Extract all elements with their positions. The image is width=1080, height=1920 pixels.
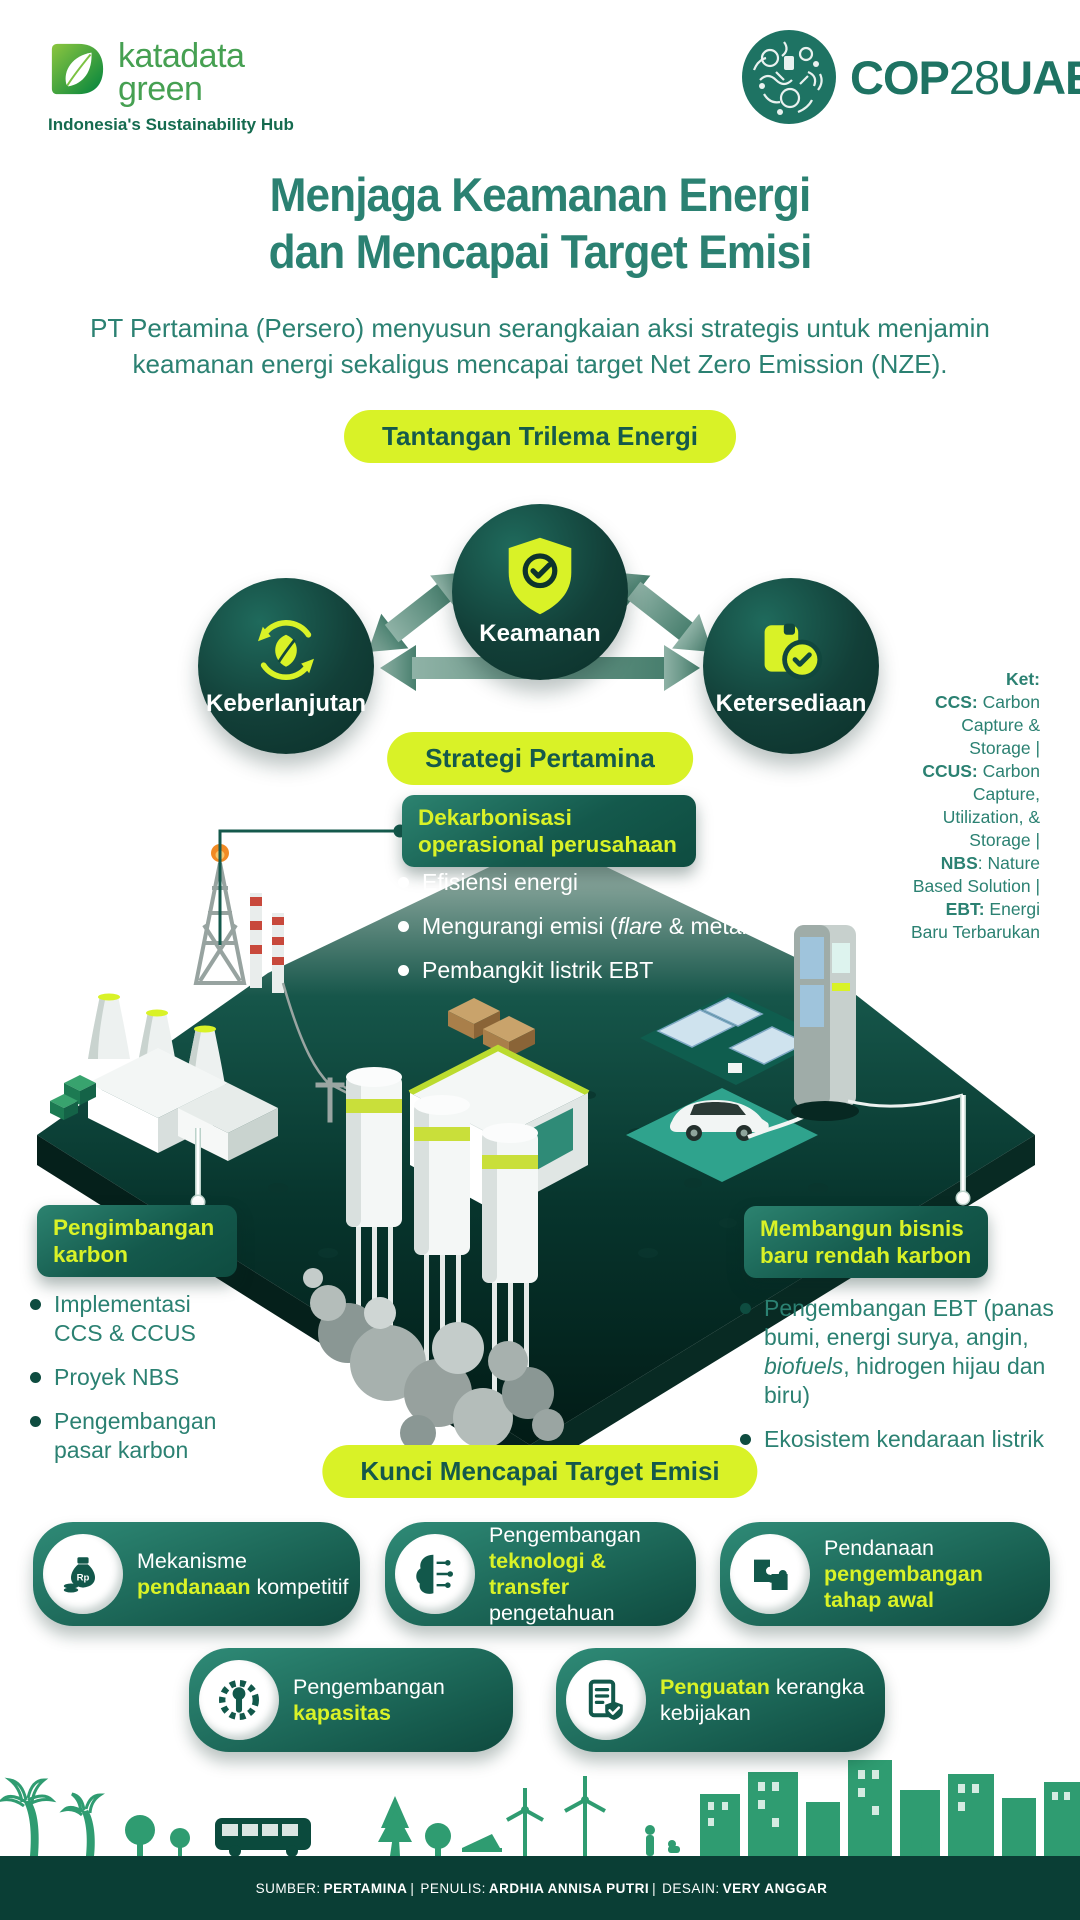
key-card-kebijakan: Penguatan kerangka kebijakan — [556, 1648, 885, 1752]
legend-item-ccus: CCUS: Carbon Capture, Utilization, & Sto… — [922, 761, 1040, 850]
trilemma-label-keamanan: Keamanan — [479, 620, 601, 647]
credits-bar: SUMBER:PERTAMINA | PENULIS:ARDHIA ANNISA… — [0, 1856, 1080, 1920]
callout-dekarbonisasi-line1: Dekarbonisasi — [418, 805, 572, 830]
key-card-text: Pengembangan teknologi & transfer penget… — [489, 1523, 641, 1625]
key-card-kapasitas: Pengembangan kapasitas — [189, 1648, 513, 1752]
bullet-item: Proyek NBS — [30, 1363, 245, 1392]
trilemma-node-ketersediaan: Ketersediaan — [703, 578, 879, 754]
title-line2: dan Mencapai Target Emisi — [268, 225, 813, 278]
legend: Ket: CCS: Carbon Capture & Storage | CCU… — [906, 668, 1040, 944]
legend-item-ccs: CCS: Carbon Capture & Storage | — [934, 692, 1040, 758]
callout-bisnis-line1: Membangun bisnis — [760, 1216, 964, 1241]
cop28-logo: COP28UAE — [740, 28, 1080, 126]
bullet-item: Pengembangan pasar karbon — [30, 1407, 245, 1465]
trilemma-label-keberlanjutan: Keberlanjutan — [205, 690, 367, 717]
brain-tech-icon — [395, 1534, 475, 1614]
credit-sumber-value: PERTAMINA — [323, 1880, 408, 1896]
section-pill-strategi: Strategi Pertamina — [387, 732, 693, 785]
cop28-cop: COP — [850, 50, 950, 104]
policy-shield-icon — [566, 1660, 646, 1740]
brand-name-line2: green — [118, 70, 203, 108]
trilemma-label-ketersediaan: Ketersediaan — [715, 690, 867, 717]
credit-desain-value: VERY ANGGAR — [722, 1880, 828, 1896]
shield-check-icon — [508, 537, 572, 615]
bisnis-baru-bullets: Pengembangan EBT (panas bumi, energi sur… — [740, 1294, 1058, 1469]
key-card-text: Mekanisme pendanaan kompetitif — [137, 1549, 349, 1599]
leaf-recycle-icon — [258, 620, 314, 680]
katadata-leaf-icon — [51, 43, 104, 95]
callout-pengimbangan-line1: Pengimbangan — [53, 1215, 215, 1240]
key-card-text: Pengembangan kapasitas — [293, 1675, 445, 1725]
cop28-mosaic-icon — [742, 30, 836, 124]
callout-bisnis-baru: Membangun bisnis baru rendah karbon — [744, 1206, 988, 1278]
callout-dekarbonisasi: Dekarbonisasi operasional perusahaan — [402, 795, 696, 867]
bus-silhouette — [215, 1818, 311, 1856]
factory-buildings — [88, 1048, 278, 1161]
bullet-item: Pengembangan EBT (panas bumi, energi sur… — [740, 1294, 1058, 1410]
charging-station-illustration — [747, 925, 964, 1139]
puzzle-icon — [730, 1534, 810, 1614]
dekarbonisasi-bullets: Efisiensi energi Mengurangi emisi (flare… — [398, 868, 778, 1000]
trilemma-node-keberlanjutan: Keberlanjutan — [198, 578, 374, 754]
callout-bisnis-line2: baru rendah karbon — [760, 1243, 972, 1268]
credit-sumber-label: SUMBER: — [255, 1880, 321, 1896]
credit-separator: | — [410, 1880, 415, 1896]
credit-desain-label: DESAIN: — [662, 1880, 720, 1896]
callout-pengimbangan-line2: karbon — [53, 1242, 129, 1267]
money-bag-icon: Rp — [43, 1534, 123, 1614]
callout-pengimbangan: Pengimbangan karbon — [37, 1205, 237, 1277]
credit-penulis-label: PENULIS: — [420, 1880, 486, 1896]
isometric-platform-illustration — [37, 839, 1035, 1475]
key-card-text: Pendanaan pengembangan tahap awal — [824, 1536, 983, 1612]
intro-line1: PT Pertamina (Persero) menyusun serangka… — [90, 313, 990, 343]
ev-car-illustration — [626, 1088, 818, 1182]
key-card-teknologi: Pengembangan teknologi & transfer penget… — [385, 1522, 696, 1626]
bullet-item: Pembangkit listrik EBT — [398, 956, 778, 985]
credit-separator: | — [652, 1880, 657, 1896]
solar-farm-illustration — [640, 992, 828, 1085]
key-card-pendanaan: Rp Mekanisme pendanaan kompetitif — [33, 1522, 360, 1626]
katadata-green-logo: katadata green Indonesia's Sustainabilit… — [48, 37, 294, 135]
city-nature-silhouette — [0, 1760, 1080, 1856]
storage-silos — [303, 1067, 564, 1451]
title-line1: Menjaga Keamanan Energi — [269, 168, 812, 221]
trilemma-node-keamanan: Keamanan — [452, 504, 628, 680]
page-title: Menjaga Keamanan Energi dan Mencapai Tar… — [32, 166, 1047, 280]
key-card-text: Penguatan kerangka kebijakan — [660, 1675, 865, 1725]
bullet-item: Mengurangi emisi (flare & metana) — [398, 912, 778, 941]
smoke-clouds — [303, 1268, 564, 1451]
availability-check-icon — [764, 623, 823, 680]
cop28-wordmark: COP28UAE — [850, 54, 1080, 101]
bullet-item: Implementasi CCS & CCUS — [30, 1290, 245, 1348]
intro-text: PT Pertamina (Persero) menyusun serangka… — [0, 310, 1080, 382]
cop28-28: 28 — [948, 50, 1000, 104]
svg-text:Rp: Rp — [77, 1572, 90, 1583]
pengimbangan-bullets: Implementasi CCS & CCUS Proyek NBS Penge… — [30, 1290, 245, 1480]
bushes — [50, 1075, 96, 1120]
legend-item-ebt: EBT: Energi Baru Terbarukan — [910, 899, 1040, 942]
connector-dekarbonisasi — [218, 829, 400, 945]
credit-penulis-value: ARDHIA ANNISA PUTRI — [488, 1880, 650, 1896]
gear-wrench-icon — [199, 1660, 279, 1740]
brand-tagline: Indonesia's Sustainability Hub — [48, 115, 294, 134]
section-pill-trilemma: Tantangan Trilema Energi — [344, 410, 736, 463]
bullet-item: Efisiensi energi — [398, 868, 778, 897]
legend-title: Ket: — [1005, 669, 1040, 689]
key-card-pendanaan-awal: Pendanaan pengembangan tahap awal — [720, 1522, 1050, 1626]
intro-line2: keamanan energi sekaligus mencapai targe… — [132, 349, 948, 379]
brand-name-line1: katadata — [118, 37, 245, 75]
legend-item-nbs: NBS: Nature Based Solution | — [912, 853, 1040, 896]
cop28-uae: UAE — [999, 50, 1080, 104]
section-pill-kunci: Kunci Mencapai Target Emisi — [322, 1445, 758, 1498]
callout-dekarbonisasi-line2: operasional perusahaan — [418, 832, 677, 857]
bullet-item: Ekosistem kendaraan listrik — [740, 1425, 1058, 1454]
